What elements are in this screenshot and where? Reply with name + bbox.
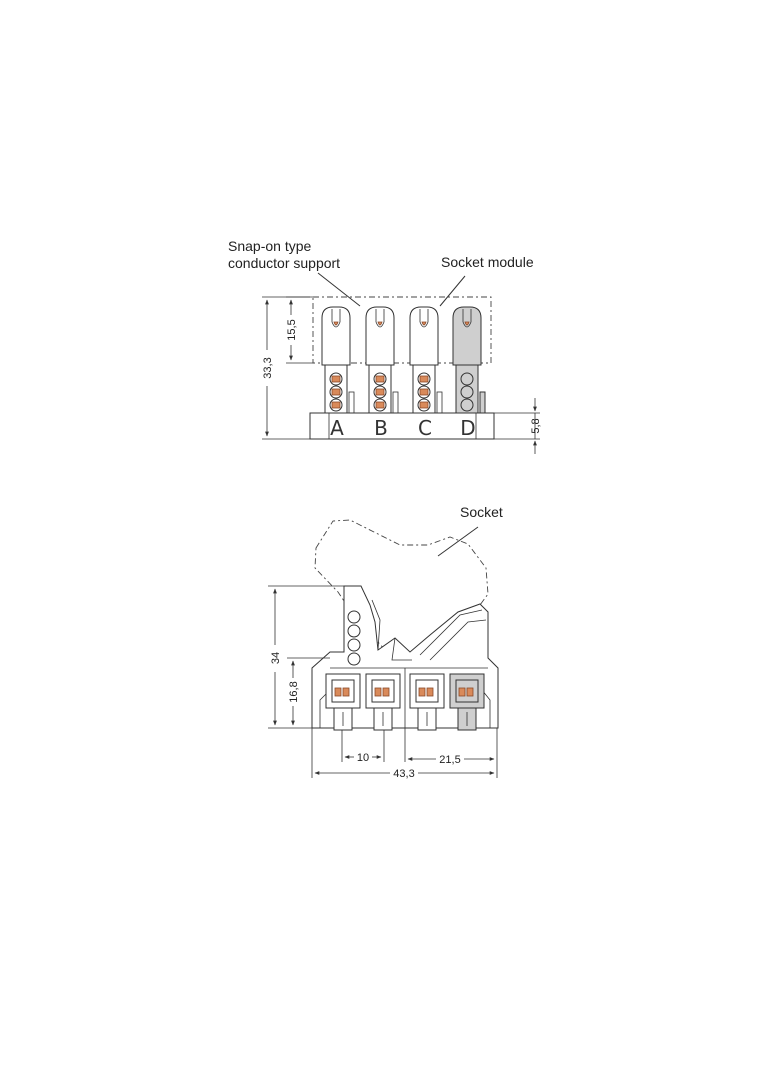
terminal-3 bbox=[409, 673, 445, 731]
dim-label-pitch: 10 bbox=[357, 752, 369, 764]
dimension-width-total: 43,3 bbox=[314, 768, 495, 780]
base-dividers bbox=[328, 413, 477, 439]
dimension-pitch: 10 bbox=[344, 752, 382, 764]
socket-outline bbox=[314, 519, 489, 661]
callout-socket-module: Socket module bbox=[441, 254, 534, 270]
dim-label-side-height-lower: 16,8 bbox=[288, 681, 300, 702]
entry-holes bbox=[347, 610, 361, 666]
callout-socket: Socket bbox=[460, 504, 503, 520]
base-plate bbox=[309, 412, 495, 440]
slot-letter-b: B bbox=[374, 416, 388, 440]
support-outline bbox=[312, 296, 492, 364]
top-view-drawing: Snap-on type conductor support Socket mo… bbox=[228, 238, 542, 454]
leader-socket-module bbox=[439, 275, 466, 307]
leader-socket bbox=[437, 526, 479, 557]
leader-snap-on bbox=[317, 272, 361, 307]
terminal-2 bbox=[365, 673, 401, 731]
dim-label-span-partial: 21,5 bbox=[439, 754, 460, 766]
terminal-1 bbox=[325, 673, 361, 731]
dimension-height-total: 33,3 bbox=[262, 296, 310, 440]
dim-label-side-height-total: 34 bbox=[270, 652, 282, 664]
module-a bbox=[321, 306, 355, 414]
module-c bbox=[409, 306, 443, 414]
callout-snap-on-line1: Snap-on type bbox=[228, 238, 311, 254]
dimension-span-partial: 21,5 bbox=[407, 754, 495, 766]
extension-lines bbox=[311, 668, 498, 778]
dim-label-base-height: 5,8 bbox=[530, 418, 542, 433]
side-view-drawing: Socket bbox=[268, 504, 503, 780]
dimension-side-height-total: 34 bbox=[268, 585, 344, 729]
slot-letter-c: C bbox=[418, 416, 432, 440]
callout-snap-on-line2: conductor support bbox=[228, 255, 340, 271]
slot-letter-a: A bbox=[330, 416, 344, 440]
dimension-side-height-lower: 16,8 bbox=[287, 657, 330, 726]
slot-letter-d: D bbox=[460, 416, 475, 440]
module-b bbox=[365, 306, 399, 414]
dim-label-height-support: 15,5 bbox=[286, 319, 298, 340]
dimension-base-height: 5,8 bbox=[494, 398, 542, 454]
dim-label-height-total: 33,3 bbox=[262, 357, 274, 378]
module-d bbox=[452, 306, 486, 414]
dim-label-width-total: 43,3 bbox=[393, 768, 414, 780]
terminal-4 bbox=[449, 673, 485, 731]
dimension-height-support: 15,5 bbox=[286, 296, 313, 364]
